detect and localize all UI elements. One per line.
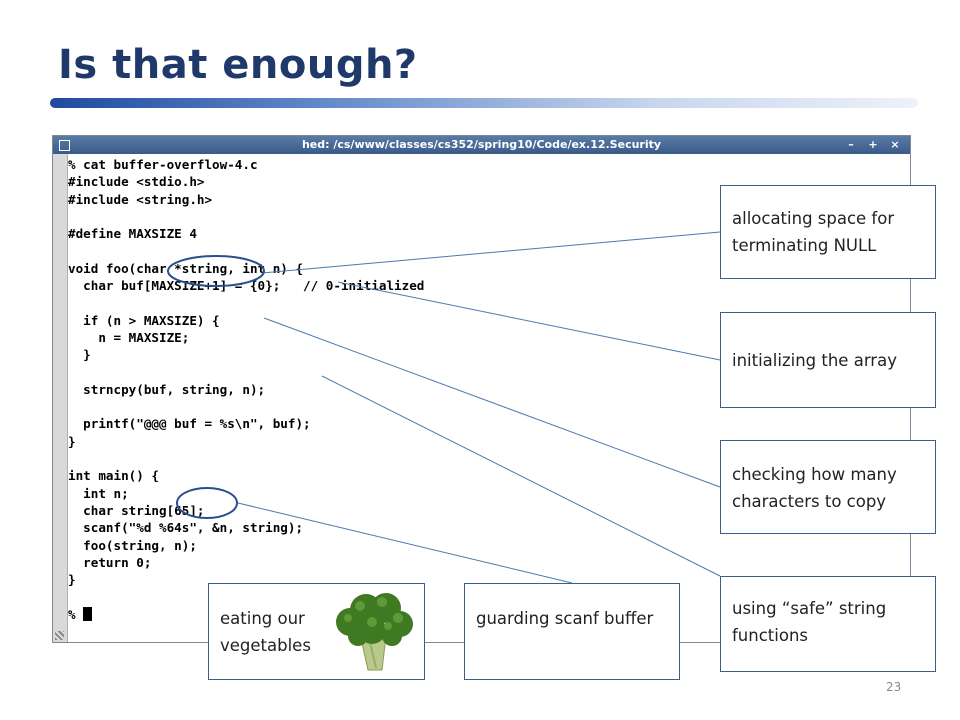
close-button[interactable]: × — [890, 138, 900, 151]
terminal-scrollbar[interactable] — [53, 154, 68, 642]
window-menu-icon[interactable] — [59, 140, 70, 151]
code-line: } — [68, 572, 76, 588]
leader-line-initializing — [337, 281, 721, 361]
callout-guarding-text: guarding scanf buffer — [476, 609, 654, 628]
code-line: char string[65]; — [68, 502, 205, 518]
code-line: printf("@@@ buf = %s\n", buf); — [68, 416, 311, 432]
code-line: } — [68, 433, 76, 449]
broccoli-icon — [336, 593, 413, 671]
leader-line-guarding — [237, 502, 573, 584]
code-line: int n; — [68, 485, 129, 501]
code-line: foo(string, n); — [68, 537, 197, 553]
highlight-64s-ellipse — [176, 487, 238, 519]
leader-line-allocating — [261, 231, 721, 274]
code-line: strncpy(buf, string, n); — [68, 381, 266, 397]
code-line: % cat buffer-overflow-4.c — [68, 157, 258, 172]
terminal-prompt: % — [68, 606, 84, 622]
maximize-button[interactable]: + — [868, 138, 878, 151]
callout-initializing: initializing the array — [720, 312, 936, 408]
leader-line-safe — [321, 375, 721, 577]
code-line: #include <stdio.h> — [68, 174, 205, 190]
callout-initializing-text: initializing the array — [732, 351, 897, 370]
terminal-title: hed: /cs/www/classes/cs352/spring10/Code… — [301, 138, 662, 151]
scrollbar-grip-icon[interactable] — [55, 631, 64, 640]
callout-safe-text: using “safe” string functions — [732, 599, 887, 645]
highlight-maxsize-ellipse — [167, 255, 265, 287]
terminal-titlebar[interactable]: hed: /cs/www/classes/cs352/spring10/Code… — [53, 136, 910, 154]
terminal-cursor — [83, 606, 93, 621]
code-line: } — [68, 347, 91, 363]
callout-checking-text: checking how many characters to copy — [732, 465, 897, 511]
slide-title: Is that enough? — [58, 42, 418, 88]
code-line: #define MAXSIZE 4 — [68, 226, 197, 242]
code-line: return 0; — [68, 554, 152, 570]
minimize-button[interactable]: – — [848, 138, 854, 151]
title-underline-bar — [50, 98, 918, 108]
code-line: #include <string.h> — [68, 191, 213, 207]
callout-allocating: allocating space for terminating NULL — [720, 185, 936, 279]
code-line: n = MAXSIZE; — [68, 329, 190, 345]
slide-number: 23 — [886, 680, 902, 694]
code-line: if (n > MAXSIZE) { — [68, 312, 220, 328]
leader-line-checking — [263, 317, 721, 488]
callout-guarding: guarding scanf buffer — [464, 583, 680, 680]
code-listing: % cat buffer-overflow-4.c #include <stdi… — [68, 156, 424, 623]
code-line: void foo(char *string, int n) { — [68, 260, 304, 276]
callout-allocating-text: allocating space for terminating NULL — [732, 209, 895, 255]
code-line: scanf("%d %64s", &n, string); — [68, 520, 304, 536]
callout-checking: checking how many characters to copy — [720, 440, 936, 534]
callout-safe-functions: using “safe” string functions — [720, 576, 936, 672]
code-line: int main() { — [68, 468, 159, 484]
code-line: char buf[MAXSIZE+1] = {0}; // 0-initiali… — [68, 278, 425, 294]
callout-eating-text: eating our vegetables — [220, 609, 311, 655]
